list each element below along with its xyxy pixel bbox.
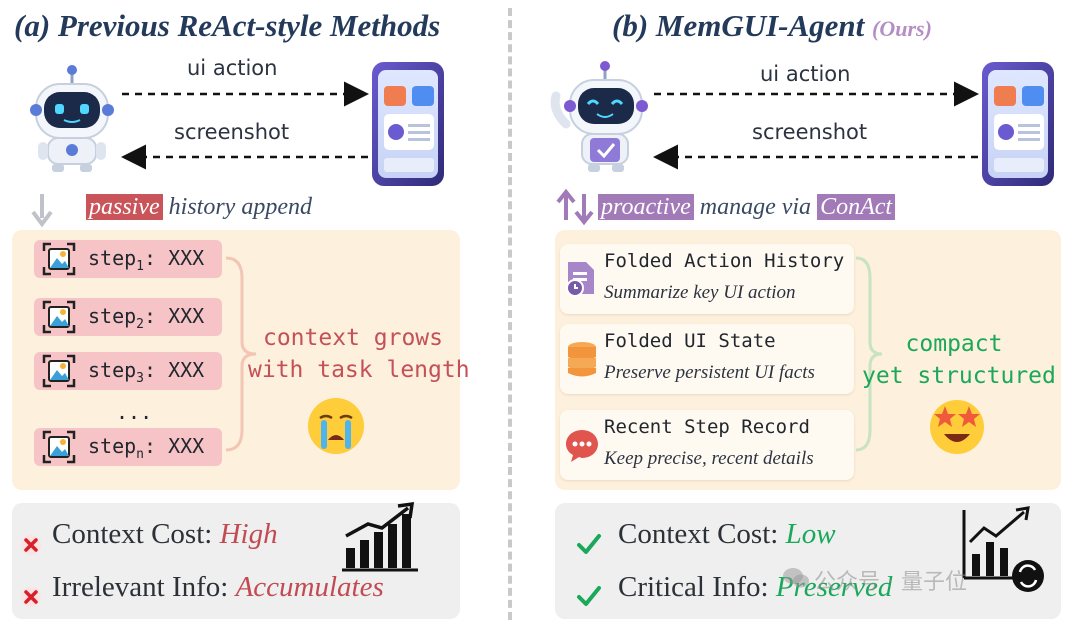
ours-label: (Ours) xyxy=(872,16,932,41)
left-summary-panel xyxy=(12,503,460,619)
passive-tag: passive xyxy=(86,194,163,220)
document-clock-icon xyxy=(566,262,594,297)
left-screenshot-label: screenshot xyxy=(174,120,290,144)
image-icon xyxy=(42,354,76,388)
card-folded-action-history: Folded Action History Summarize key UI a… xyxy=(560,244,854,314)
step-ellipsis: ... xyxy=(116,400,153,424)
card-sub-1: Summarize key UI action xyxy=(604,282,796,303)
card-recent-step-record: Recent Step Record Keep precise, recent … xyxy=(560,410,854,480)
database-icon xyxy=(568,342,596,377)
proactive-tag: proactive xyxy=(598,194,694,220)
robot-icon-right xyxy=(550,61,648,172)
card-title-1: Folded Action History xyxy=(604,250,845,272)
check-icon xyxy=(577,586,601,606)
cross-icon xyxy=(21,587,41,607)
right-brace xyxy=(855,256,883,452)
right-title: (b) MemGUI-Agent (Ours) xyxy=(612,8,932,44)
card-folded-ui-state: Folded UI State Preserve persistent UI f… xyxy=(560,324,854,394)
context-grows-text: context grows with task length xyxy=(248,325,470,383)
bar-chart-up-icon xyxy=(342,501,418,572)
crying-face-icon xyxy=(308,398,364,454)
down-arrow-icon xyxy=(31,194,53,228)
bar-chart-refresh-icon xyxy=(962,506,1044,592)
card-title-2: Folded UI State xyxy=(604,330,776,352)
step-text-2: step2: XXX xyxy=(88,304,205,332)
card-sub-3: Keep precise, recent details xyxy=(604,448,814,469)
manage-via-text: manage via xyxy=(699,194,812,220)
center-divider xyxy=(508,8,512,620)
chat-bubble-icon xyxy=(566,430,598,462)
left-brace xyxy=(225,256,257,452)
image-icon xyxy=(42,300,76,334)
watermark-text: 公众号 · 量子位 xyxy=(814,570,967,595)
left-context-cost: Context Cost: High xyxy=(52,518,278,550)
proactive-manage-label: proactive manage via ConAct xyxy=(598,194,896,221)
image-icon xyxy=(42,242,76,276)
card-sub-2: Preserve persistent UI facts xyxy=(604,362,815,383)
check-icon xyxy=(577,534,601,554)
step-text-3: step3: XXX xyxy=(88,358,205,386)
right-screenshot-label: screenshot xyxy=(752,120,868,144)
right-title-main: (b) MemGUI-Agent xyxy=(612,8,865,43)
step-text-1: step1: XXX xyxy=(88,246,205,274)
star-eyes-face-icon xyxy=(930,400,984,454)
card-title-3: Recent Step Record xyxy=(604,416,810,438)
right-ui-action-label: ui action xyxy=(760,62,851,86)
phone-icon-left xyxy=(372,62,444,186)
step-text-n: stepn: XXX xyxy=(88,434,205,462)
phone-icon-right xyxy=(982,62,1054,186)
cross-icon xyxy=(21,535,41,555)
compact-structured-text: compact yet structured xyxy=(862,331,1056,389)
image-icon xyxy=(42,430,76,464)
passive-history-label: passive history append xyxy=(86,194,312,221)
history-append-text: history append xyxy=(168,194,312,220)
robot-icon-left xyxy=(30,65,114,172)
left-title: (a) Previous ReAct-style Methods xyxy=(14,8,441,43)
up-down-arrows-icon xyxy=(556,188,594,226)
conact-tag: ConAct xyxy=(817,194,896,220)
left-ui-action-label: ui action xyxy=(187,56,278,80)
right-context-cost: Context Cost: Low xyxy=(618,518,836,550)
wechat-icon xyxy=(782,566,810,590)
left-irrelevant-info: Irrelevant Info: Accumulates xyxy=(52,571,384,603)
